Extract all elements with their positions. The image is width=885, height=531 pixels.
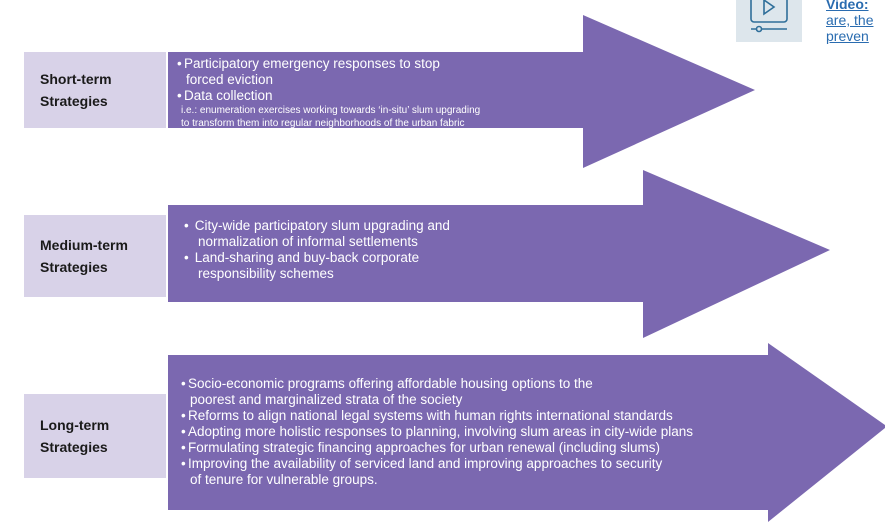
bullet-continuation: forced eviction bbox=[186, 72, 274, 87]
bullet-item: • City-wide participatory slum upgrading… bbox=[184, 218, 450, 249]
long-term-arrow bbox=[168, 343, 885, 522]
bullet-item: •Data collection i.e.: enumeration exerc… bbox=[177, 88, 481, 129]
video-link-line: preven bbox=[826, 28, 869, 44]
bullet-text: Improving the availability of serviced l… bbox=[188, 456, 663, 471]
video-thumbnail[interactable] bbox=[736, 0, 802, 42]
medium-term-arrow bbox=[168, 170, 830, 338]
label-line: Short-term bbox=[40, 71, 112, 87]
short-term-label: Short-term Strategies bbox=[24, 52, 166, 128]
medium-term-bullets: • City-wide participatory slum upgrading… bbox=[184, 218, 450, 282]
bullet-item: •Adopting more holistic responses to pla… bbox=[181, 424, 694, 439]
bullet-text: City-wide participatory slum upgrading a… bbox=[194, 218, 450, 233]
bullet-item: •Participatory emergency responses to st… bbox=[177, 56, 480, 88]
bullet-continuation: responsibility schemes bbox=[198, 266, 334, 281]
bullet-continuation: normalization of informal settlements bbox=[198, 234, 418, 249]
short-term-bullets: •Participatory emergency responses to st… bbox=[177, 56, 480, 130]
video-link[interactable]: Video: are, the preven bbox=[826, 0, 885, 44]
bullet-text: Socio-economic programs offering afforda… bbox=[188, 376, 593, 391]
bullet-item: •Reforms to align national legal systems… bbox=[181, 408, 673, 423]
bullet-continuation: of tenure for vulnerable groups. bbox=[190, 472, 378, 487]
label-line: Strategies bbox=[40, 93, 108, 109]
label-line: Strategies bbox=[40, 259, 108, 275]
label-line: Medium-term bbox=[40, 237, 128, 253]
bullet-text: Land-sharing and buy-back corporate bbox=[194, 250, 420, 265]
bullet-item: •Improving the availability of serviced … bbox=[181, 456, 693, 488]
bullet-item: •Formulating strategic financing approac… bbox=[181, 440, 660, 455]
medium-term-label: Medium-term Strategies bbox=[24, 215, 166, 297]
long-term-bullets: •Socio-economic programs offering afford… bbox=[181, 376, 693, 488]
bullet-text: Data collection bbox=[184, 88, 273, 103]
bullet-text: Reforms to align national legal systems … bbox=[188, 408, 673, 423]
label-line: Long-term bbox=[40, 417, 110, 433]
short-term-arrow bbox=[168, 15, 755, 168]
video-link-line: Video: bbox=[826, 0, 869, 12]
label-line: Strategies bbox=[40, 439, 108, 455]
bullet-continuation: poorest and marginalized strata of the s… bbox=[190, 392, 463, 407]
bullet-item: •Socio-economic programs offering afford… bbox=[181, 376, 693, 408]
bullet-item: • Land-sharing and buy-back corporate re… bbox=[184, 250, 450, 282]
bullet-subtext: to transform them into regular neighborh… bbox=[181, 118, 465, 129]
bullet-text: Formulating strategic financing approach… bbox=[188, 440, 660, 455]
long-term-label: Long-term Strategies bbox=[24, 394, 166, 478]
play-video-icon bbox=[750, 0, 788, 33]
video-link-line: are, the bbox=[826, 12, 874, 28]
bullet-text: Participatory emergency responses to sto… bbox=[184, 56, 440, 71]
bullet-text: Adopting more holistic responses to plan… bbox=[188, 424, 694, 439]
bullet-subtext: i.e.: enumeration exercises working towa… bbox=[181, 105, 481, 116]
